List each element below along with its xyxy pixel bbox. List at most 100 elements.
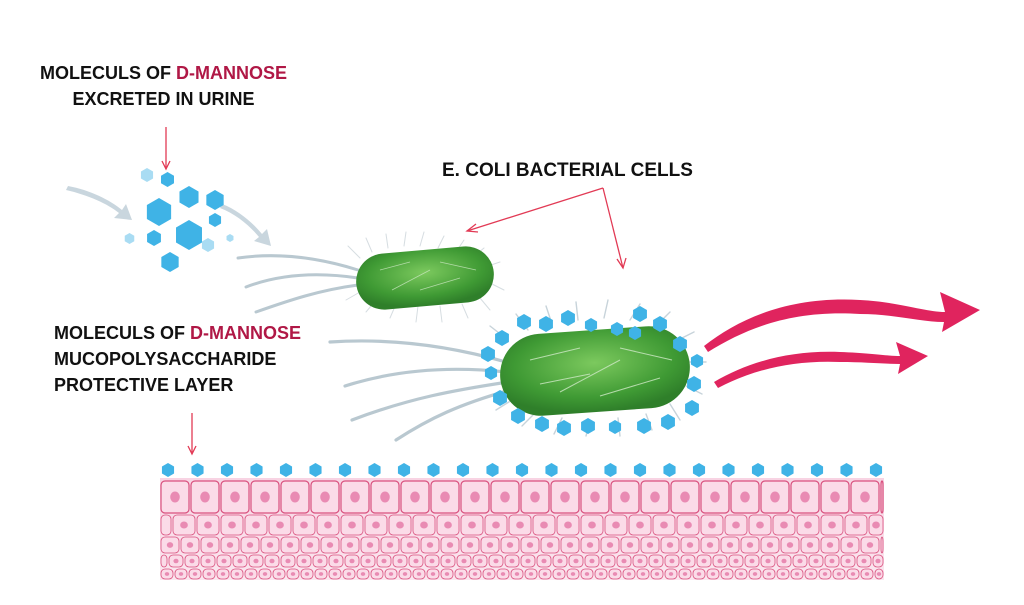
flow-arrows [66, 186, 271, 246]
tissue-cell-nucleus [286, 542, 294, 548]
tissue-cell-nucleus [590, 491, 600, 503]
pointer-arrow-bacterium-1 [466, 187, 604, 232]
tissue-cell-nucleus [654, 572, 660, 576]
tissue-cell [880, 480, 884, 514]
tissue-cell-nucleus [413, 558, 419, 564]
tissue-cell-nucleus [380, 491, 390, 503]
tissue-cell-nucleus [320, 491, 330, 503]
tissue-cell-nucleus [588, 521, 596, 529]
tissue-cell-nucleus [486, 542, 494, 548]
tissue-cell-nucleus [752, 572, 758, 576]
tissue-cell-nucleus [612, 572, 618, 576]
tissue-cell-nucleus [746, 542, 754, 548]
tissue-cell-nucleus [829, 558, 835, 564]
tissue-cell-nucleus [564, 521, 572, 529]
tissue-cell-nucleus [732, 521, 740, 529]
tissue-cell-nucleus [640, 572, 646, 576]
tissue-cell-nucleus [509, 558, 515, 564]
tissue-cell-nucleus [528, 572, 534, 576]
tissue-cell-nucleus [178, 572, 184, 576]
tissue-cell-nucleus [650, 491, 660, 503]
tissue-cell-nucleus [269, 558, 275, 564]
tissue-cell-nucleus [372, 521, 380, 529]
tissue-cell-nucleus [346, 572, 352, 576]
tissue-cell-nucleus [860, 491, 870, 503]
tissue-cell-nucleus [653, 558, 659, 564]
tissue-cell-nucleus [262, 572, 268, 576]
tissue-cell-nucleus [770, 491, 780, 503]
surface-mannose-molecule [397, 463, 411, 477]
epithelium-tissue [160, 463, 884, 580]
tissue-cell-nucleus [492, 521, 500, 529]
surface-mannose-molecule [869, 463, 883, 477]
tissue-cell-nucleus [444, 572, 450, 576]
tissue-cell-nucleus [164, 572, 170, 576]
tissue-cell-nucleus [806, 542, 814, 548]
tissue-cell-nucleus [349, 558, 355, 564]
tissue-cell-nucleus [206, 542, 214, 548]
tissue-cell-nucleus [446, 542, 454, 548]
tissue-cell-nucleus [726, 542, 734, 548]
surface-mannose-molecule [810, 463, 824, 477]
tissue-cell-nucleus [402, 572, 408, 576]
tissue-cell-nucleus [866, 542, 874, 548]
tissue-cell-nucleus [506, 542, 514, 548]
tissue-cell-nucleus [276, 572, 282, 576]
tissue-cell-nucleus [326, 542, 334, 548]
tissue-cell-nucleus [560, 491, 570, 503]
tissue-cell-nucleus [701, 558, 707, 564]
surface-mannose-molecule [515, 463, 529, 477]
tissue-cell-nucleus [682, 572, 688, 576]
tissue-cell-nucleus [621, 558, 627, 564]
tissue-cell-nucleus [781, 558, 787, 564]
tissue-cell [880, 536, 884, 554]
tissue-cell-nucleus [228, 521, 236, 529]
surface-mannose-molecule [456, 463, 470, 477]
tissue-cell-nucleus [285, 558, 291, 564]
tissue-cell-nucleus [426, 542, 434, 548]
surface-mannose-molecule [220, 463, 234, 477]
label-ecoli: E. COLI BACTERIAL CELLS [442, 160, 693, 181]
tissue-cell-nucleus [300, 521, 308, 529]
tissue-cell-nucleus [765, 558, 771, 564]
tissue-cell-nucleus [556, 572, 562, 576]
mannose-cluster [124, 168, 234, 272]
pointer-arrow-bacterium-2 [602, 187, 624, 269]
tissue-cell-nucleus [477, 558, 483, 564]
surface-mannose-molecule [722, 463, 735, 477]
tissue-cell-nucleus [557, 558, 563, 564]
tissue-cell-nucleus [852, 521, 860, 529]
surface-mannose-molecule [191, 463, 204, 477]
exit-arrow-upper [704, 292, 980, 352]
tissue-cell-nucleus [173, 558, 179, 564]
tissue-cell-nucleus [637, 558, 643, 564]
pointer-arrows [161, 127, 627, 456]
tissue-cell-nucleus [710, 572, 716, 576]
surface-mannose-molecule [486, 463, 499, 477]
tissue-cell-nucleus [570, 572, 576, 576]
tissue-cell-nucleus [406, 542, 414, 548]
tissue-cell-nucleus [304, 572, 310, 576]
tissue-cell-nucleus [252, 521, 260, 529]
tissue-cell-nucleus [573, 558, 579, 564]
tissue-cell-nucleus [317, 558, 323, 564]
tissue-cell-nucleus [626, 542, 634, 548]
tissue-cell-nucleus [374, 572, 380, 576]
surface-mannose-molecule [604, 463, 617, 477]
tissue-cell-nucleus [332, 572, 338, 576]
tissue-cell-nucleus [170, 491, 180, 503]
tissue-cell-nucleus [669, 558, 675, 564]
surface-mannose-molecule [250, 463, 263, 477]
tissue-cell-nucleus [381, 558, 387, 564]
tissue-cell-nucleus [598, 572, 604, 576]
tissue-cell-nucleus [864, 572, 870, 576]
tissue-cell-nucleus [808, 572, 814, 576]
tissue-cell-nucleus [797, 558, 803, 564]
tissue-cell-nucleus [260, 491, 270, 503]
tissue-cell-nucleus [606, 542, 614, 548]
surface-mannose-molecule [574, 463, 588, 477]
tissue-cell-nucleus [668, 572, 674, 576]
tissue-cell-nucleus [845, 558, 851, 564]
